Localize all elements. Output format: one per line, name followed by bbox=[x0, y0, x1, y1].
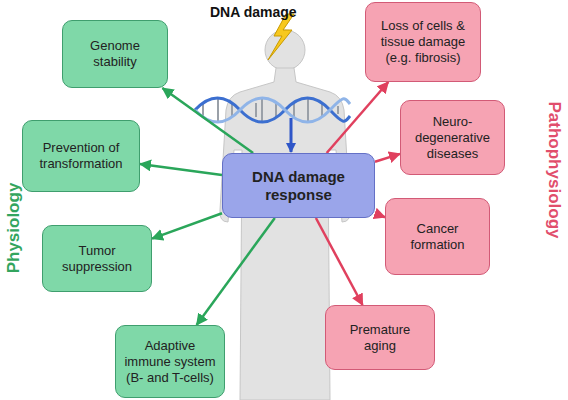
physiology-box: Genome stability bbox=[62, 20, 168, 88]
effect-arrow bbox=[152, 213, 222, 238]
box-text: Tumor suppression bbox=[49, 243, 145, 275]
dna-helix bbox=[195, 98, 350, 122]
effect-arrow bbox=[197, 218, 275, 325]
box-text-group: Cancer formation bbox=[392, 221, 483, 253]
box-text: Prevention of transformation bbox=[29, 140, 133, 172]
box-text: Adaptive immune system (B- and T-cells) bbox=[122, 338, 218, 386]
box-text-group: DNA damage response bbox=[229, 168, 368, 204]
effect-arrow bbox=[316, 218, 363, 305]
effect-arrow bbox=[140, 164, 222, 175]
box-text: Cancer formation bbox=[392, 221, 483, 253]
pathology-box: Loss of cells & tissue damage (e.g. fibr… bbox=[365, 2, 481, 82]
box-text: Loss of cells & tissue damage (e.g. fibr… bbox=[372, 18, 474, 66]
box-text-group: Adaptive immune system (B- and T-cells) bbox=[122, 338, 218, 386]
box-text-group: Prevention of transformation bbox=[29, 140, 133, 172]
physiology-box: Tumor suppression bbox=[42, 225, 152, 292]
physiology-box: Prevention of transformation bbox=[22, 120, 140, 192]
effect-arrow bbox=[162, 88, 253, 153]
effect-arrow bbox=[375, 154, 400, 162]
damage-arrow bbox=[290, 118, 293, 152]
box-text-group: Tumor suppression bbox=[49, 243, 145, 275]
pathology-box: Cancer formation bbox=[385, 198, 490, 275]
physiology-box: Adaptive immune system (B- and T-cells) bbox=[115, 325, 225, 398]
damage-label: DNA damage bbox=[210, 4, 297, 20]
pathology-box: Neuro- degenerative diseases bbox=[400, 100, 505, 175]
box-text: Neuro- degenerative diseases bbox=[407, 114, 498, 162]
box-text-group: Neuro- degenerative diseases bbox=[407, 114, 498, 162]
effect-arrow bbox=[375, 214, 385, 218]
box-text: Genome stability bbox=[69, 38, 161, 70]
side-heading: Physiology bbox=[4, 183, 24, 274]
box-text: Premature aging bbox=[332, 322, 428, 354]
box-text-group: Genome stability bbox=[69, 38, 161, 70]
response-box: DNA damage response bbox=[222, 153, 375, 218]
effect-arrow bbox=[327, 82, 389, 153]
box-text-group: Premature aging bbox=[332, 322, 428, 354]
side-heading: Pathophysiology bbox=[544, 102, 564, 239]
lightning-bolt bbox=[268, 14, 294, 60]
pathology-box: Premature aging bbox=[325, 305, 435, 370]
box-text-group: Loss of cells & tissue damage (e.g. fibr… bbox=[372, 18, 474, 66]
box-text: DNA damage response bbox=[229, 168, 368, 204]
